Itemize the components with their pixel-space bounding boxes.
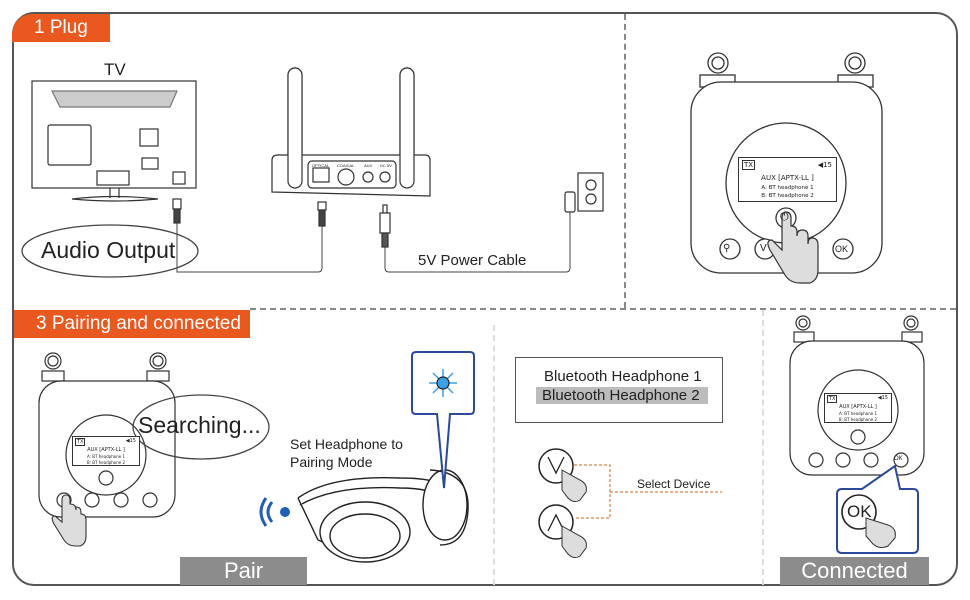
tx-badge: TX — [742, 160, 756, 170]
power-icon: ⏻ — [780, 211, 789, 223]
power-button[interactable]: ⏻ — [780, 211, 789, 224]
step-label-pair: Pair — [180, 557, 307, 585]
optical-cable — [176, 223, 323, 273]
device-screen-top: TX ◀15 AUX [APTX-LL ] A: BT headphone 1 … — [738, 157, 837, 202]
volume-indicator: ◀15 — [125, 438, 136, 444]
screen-line-b: B: BT headphone 2 — [86, 460, 126, 465]
volume-indicator: ◀15 — [877, 395, 888, 401]
screen-source: AUX [APTX-LL ] — [839, 404, 877, 410]
audio-output-label: Audio Output — [41, 237, 176, 263]
power-cable — [384, 212, 571, 273]
screen-line-a: A: BT headphone 1 — [838, 411, 878, 416]
headphone-illustration — [297, 469, 469, 563]
transmitter-back — [271, 67, 431, 197]
tx-badge: TX — [827, 395, 838, 403]
device-list-item-2-selected[interactable]: Bluetooth Headphone 2 — [536, 387, 708, 404]
speaker-icon: ◀ — [125, 438, 130, 444]
pointing-hand-icon — [767, 211, 819, 284]
port-label-optical: OPTICAL — [312, 163, 330, 168]
device-list-box: Bluetooth Headphone 1 Bluetooth Headphon… — [515, 357, 723, 423]
divider-horizontal — [250, 308, 956, 310]
down-button[interactable]: V — [760, 243, 767, 254]
volume-indicator: ◀15 — [817, 161, 832, 169]
optical-plug-transmitter — [317, 201, 327, 227]
pointing-hand-icon — [51, 494, 87, 547]
step-label-connected: Connected — [780, 557, 929, 585]
tx-badge: TX — [75, 438, 86, 446]
screen-source: AUX [APTX-LL ] — [761, 174, 814, 182]
screen-line-b: B: BT headphone 2 — [761, 193, 814, 199]
ok-button-small[interactable]: OK — [894, 456, 903, 462]
audio-output-ellipse — [21, 224, 199, 278]
select-device-label: Select Device — [637, 477, 711, 491]
headphone-instruction-line1: Set Headphone to — [290, 436, 403, 452]
led-callout — [411, 351, 475, 489]
instruction-frame — [12, 12, 958, 586]
pointing-hand-icon — [561, 469, 587, 503]
screen-line-b: B: BT headphone 2 — [838, 417, 878, 422]
searching-label: Searching... — [138, 412, 261, 438]
search-button[interactable]: ⚲ — [723, 243, 730, 254]
bluetooth-signal-icon — [259, 497, 274, 527]
ok-label-large[interactable]: OK — [847, 502, 872, 521]
chevron-up-icon — [547, 513, 565, 532]
port-label-coaxial: COAXIAL — [337, 163, 355, 168]
pointing-hand-icon — [561, 525, 587, 559]
port-label-dc: DC 5V — [380, 163, 392, 168]
ok-button[interactable]: OK — [835, 244, 849, 254]
divider-bottom-1 — [493, 325, 495, 585]
device-list-item-1[interactable]: Bluetooth Headphone 1 — [544, 368, 702, 385]
device-screen-connected: TX ◀15 AUX [APTX-LL ] A: BT headphone 1 … — [824, 393, 892, 423]
power-cable-label: 5V Power Cable — [418, 252, 527, 269]
search-icon: ⚲ — [723, 243, 731, 254]
section-tab-pairing: 3 Pairing and connected — [14, 310, 250, 338]
section-tab-plug: 1 Plug — [12, 14, 110, 42]
ok-callout — [836, 464, 919, 554]
searching-ellipse — [132, 394, 270, 460]
select-leader-lines — [574, 464, 722, 519]
tv-illustration — [31, 80, 197, 202]
speaker-icon: ◀ — [817, 161, 824, 169]
device-screen-pair: TX ◀15 AUX [APTX-LL ] A: BT headphone 1 … — [72, 436, 140, 466]
headphone-instruction-line2: Pairing Mode — [290, 454, 373, 470]
divider-bottom-2 — [762, 310, 764, 585]
screen-line-a: A: BT headphone 1 — [761, 185, 814, 191]
pointing-hand-icon — [865, 517, 896, 549]
tv-label: TV — [104, 60, 126, 79]
wall-outlet — [564, 172, 604, 213]
speaker-icon: ◀ — [877, 395, 882, 401]
port-label-aux: AUX — [364, 163, 373, 168]
screen-source: AUX [APTX-LL ] — [87, 447, 125, 453]
screen-line-a: A: BT headphone 1 — [86, 454, 126, 459]
chevron-down-icon — [547, 456, 565, 475]
divider-top-vertical — [624, 14, 626, 308]
